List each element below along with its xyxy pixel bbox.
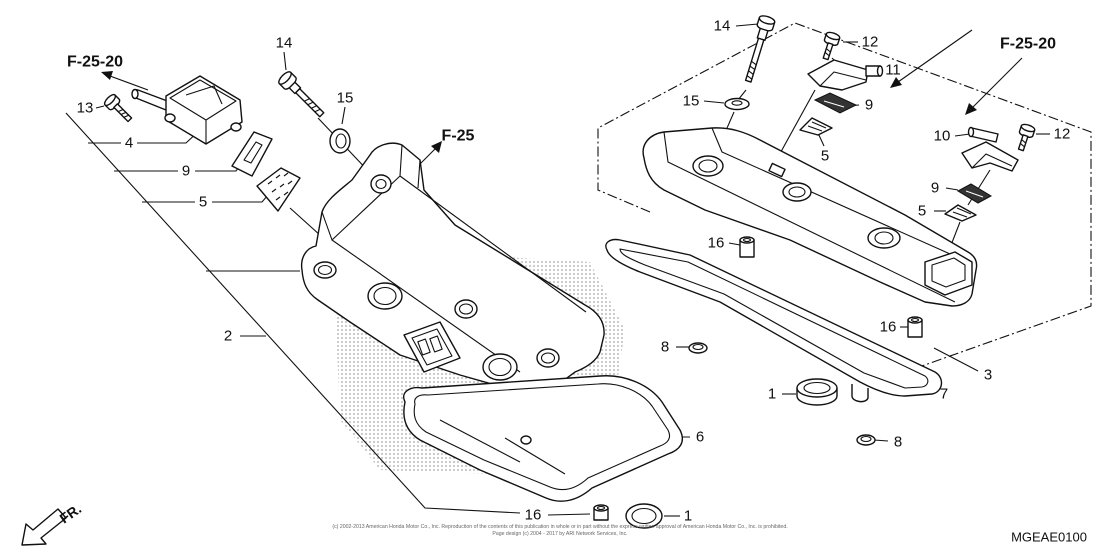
callout: 3 (984, 367, 992, 384)
callout: 8 (661, 339, 669, 356)
cover-connector (403, 321, 461, 373)
callout: 8 (894, 434, 902, 451)
callout: 2 (224, 328, 232, 345)
collar-16-front (593, 504, 609, 521)
callout: 16 (525, 507, 542, 524)
head-cover-gasket-rear (605, 238, 943, 403)
left-leader-lines (65, 51, 690, 517)
rubber-9-right-bottom (956, 183, 993, 204)
rubber-9-right-top (813, 92, 858, 114)
rubber-9-left (231, 131, 273, 177)
callout: 1 (768, 386, 776, 403)
sensor-4 (131, 75, 243, 145)
diagram-code: MGEAE0100 (1011, 530, 1087, 545)
callout: 16 (708, 235, 725, 252)
callout: 7 (940, 386, 948, 403)
bolt-13 (103, 93, 133, 123)
bracket-11 (807, 59, 884, 91)
ref-arrow-left (101, 71, 149, 91)
ref-arrow-center (417, 141, 442, 167)
bracket-right (961, 141, 1019, 172)
ref-label-center: F-25 (442, 128, 475, 145)
collar-16-rear-right (907, 316, 923, 338)
damper-5-right-bottom (944, 204, 977, 222)
callout: 4 (125, 135, 133, 152)
callout: 14 (276, 35, 293, 52)
callout: 15 (683, 93, 700, 110)
ref-label-left: F-25-20 (67, 54, 123, 71)
head-cover-gasket-front (403, 375, 684, 502)
damper-5-left (256, 167, 301, 212)
bolt-14-left (278, 71, 325, 118)
damper-5-right-top (799, 117, 833, 136)
washer-15-right (724, 97, 750, 111)
bolt-12-right (1017, 123, 1036, 152)
rear-cover-connector (924, 251, 973, 296)
callout: 5 (199, 194, 207, 211)
callout: 5 (821, 148, 829, 165)
ref-label-right: F-25-20 (1000, 36, 1056, 53)
copyright-line-2: Page design (c) 2004 - 2017 by ARI Netwo… (492, 531, 627, 537)
seal-8-upper (688, 342, 708, 354)
ref-arrow-right (890, 29, 1023, 115)
seal-1-front (625, 503, 663, 529)
collar-16-rear-left (739, 236, 755, 258)
assembly-bracket-3 (597, 22, 1092, 373)
callout: 11 (885, 62, 901, 79)
callout: 14 (714, 18, 731, 35)
bolt-12-top (822, 31, 841, 61)
seal-1-rear (796, 378, 838, 406)
cylinder-head-cover-rear (642, 127, 978, 307)
callout: 1 (684, 508, 692, 525)
leader-3 (933, 347, 979, 372)
copyright-line-1: (c) 2002-2013 American Honda Motor Co., … (332, 524, 787, 530)
callout: 13 (77, 100, 94, 117)
pipe-10 (967, 126, 999, 143)
callout: 9 (931, 180, 939, 197)
callout: 6 (696, 429, 704, 446)
front-direction-arrow: FR. (21, 500, 84, 546)
callout: 12 (862, 34, 879, 51)
callout: 5 (918, 203, 926, 220)
callout: 10 (934, 128, 951, 145)
seal-15-left (329, 128, 351, 154)
callout: 9 (865, 97, 873, 114)
callout: 16 (880, 319, 897, 336)
bolt-14-right (744, 15, 776, 83)
callout: 9 (182, 163, 190, 180)
callout: 12 (1054, 126, 1071, 143)
seal-8-lower (856, 434, 876, 446)
callout: 15 (337, 90, 354, 107)
callout-labels: 13 4 9 5 14 15 2 16 1 6 14 12 11 15 9 5 … (77, 18, 1071, 525)
